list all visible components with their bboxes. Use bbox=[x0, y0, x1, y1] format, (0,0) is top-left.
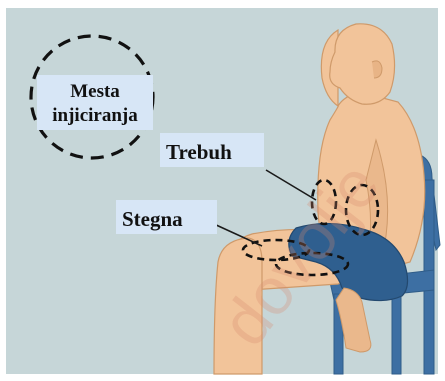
legend-line-1: Mesta bbox=[70, 81, 120, 102]
legend-line-2: injiciranja bbox=[52, 105, 138, 126]
abdomen-label: Trebuh bbox=[166, 140, 232, 164]
thigh-label: Stegna bbox=[122, 207, 183, 231]
